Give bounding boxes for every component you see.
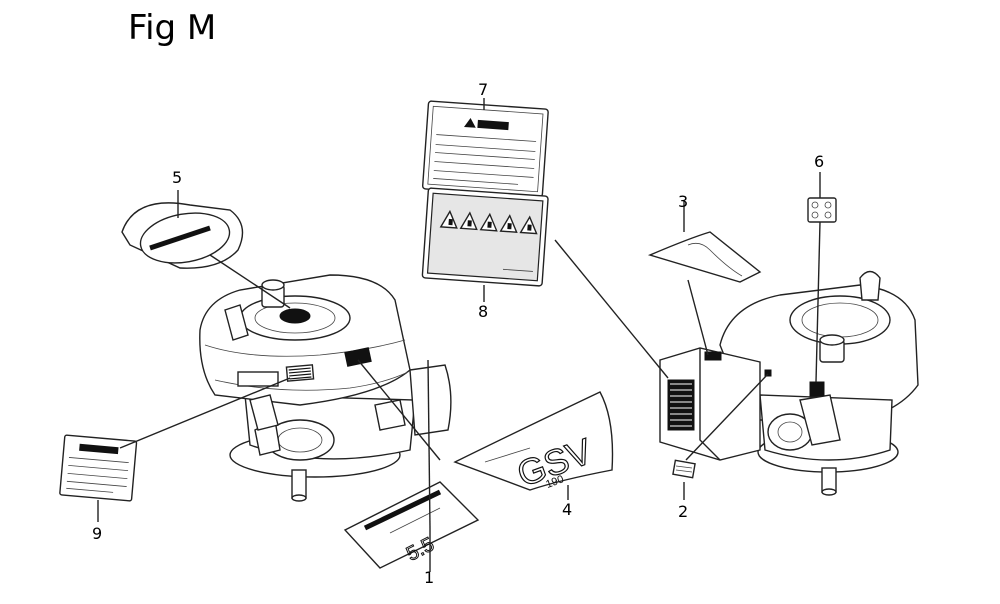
figure-title: Fig M	[128, 8, 217, 48]
label-4-sub: 190	[544, 473, 565, 491]
part-8-pictogram-label	[421, 187, 549, 287]
callout-4: 4	[562, 500, 573, 519]
part-2-tag	[672, 459, 696, 479]
callout-3: 3	[678, 192, 689, 211]
part-9-spec-label	[59, 434, 138, 502]
part-7-warning-label	[421, 100, 549, 198]
callout-6: 6	[814, 152, 825, 171]
right-engine	[659, 270, 919, 496]
part-5-emblem-label	[121, 202, 244, 269]
part-6-small-label	[807, 197, 837, 223]
left-engine	[199, 274, 452, 502]
callout-9: 9	[92, 524, 103, 543]
part-4-gsv-label: GSV 190	[453, 391, 614, 495]
callout-2: 2	[678, 502, 689, 521]
part-1-model-label: 5.5	[343, 481, 480, 569]
part-3-strip-label	[647, 231, 762, 283]
callout-7: 7	[478, 80, 489, 99]
callout-1: 1	[424, 568, 435, 587]
leader-lines	[97, 98, 821, 572]
callout-5: 5	[172, 168, 183, 187]
callout-8: 8	[478, 302, 489, 321]
